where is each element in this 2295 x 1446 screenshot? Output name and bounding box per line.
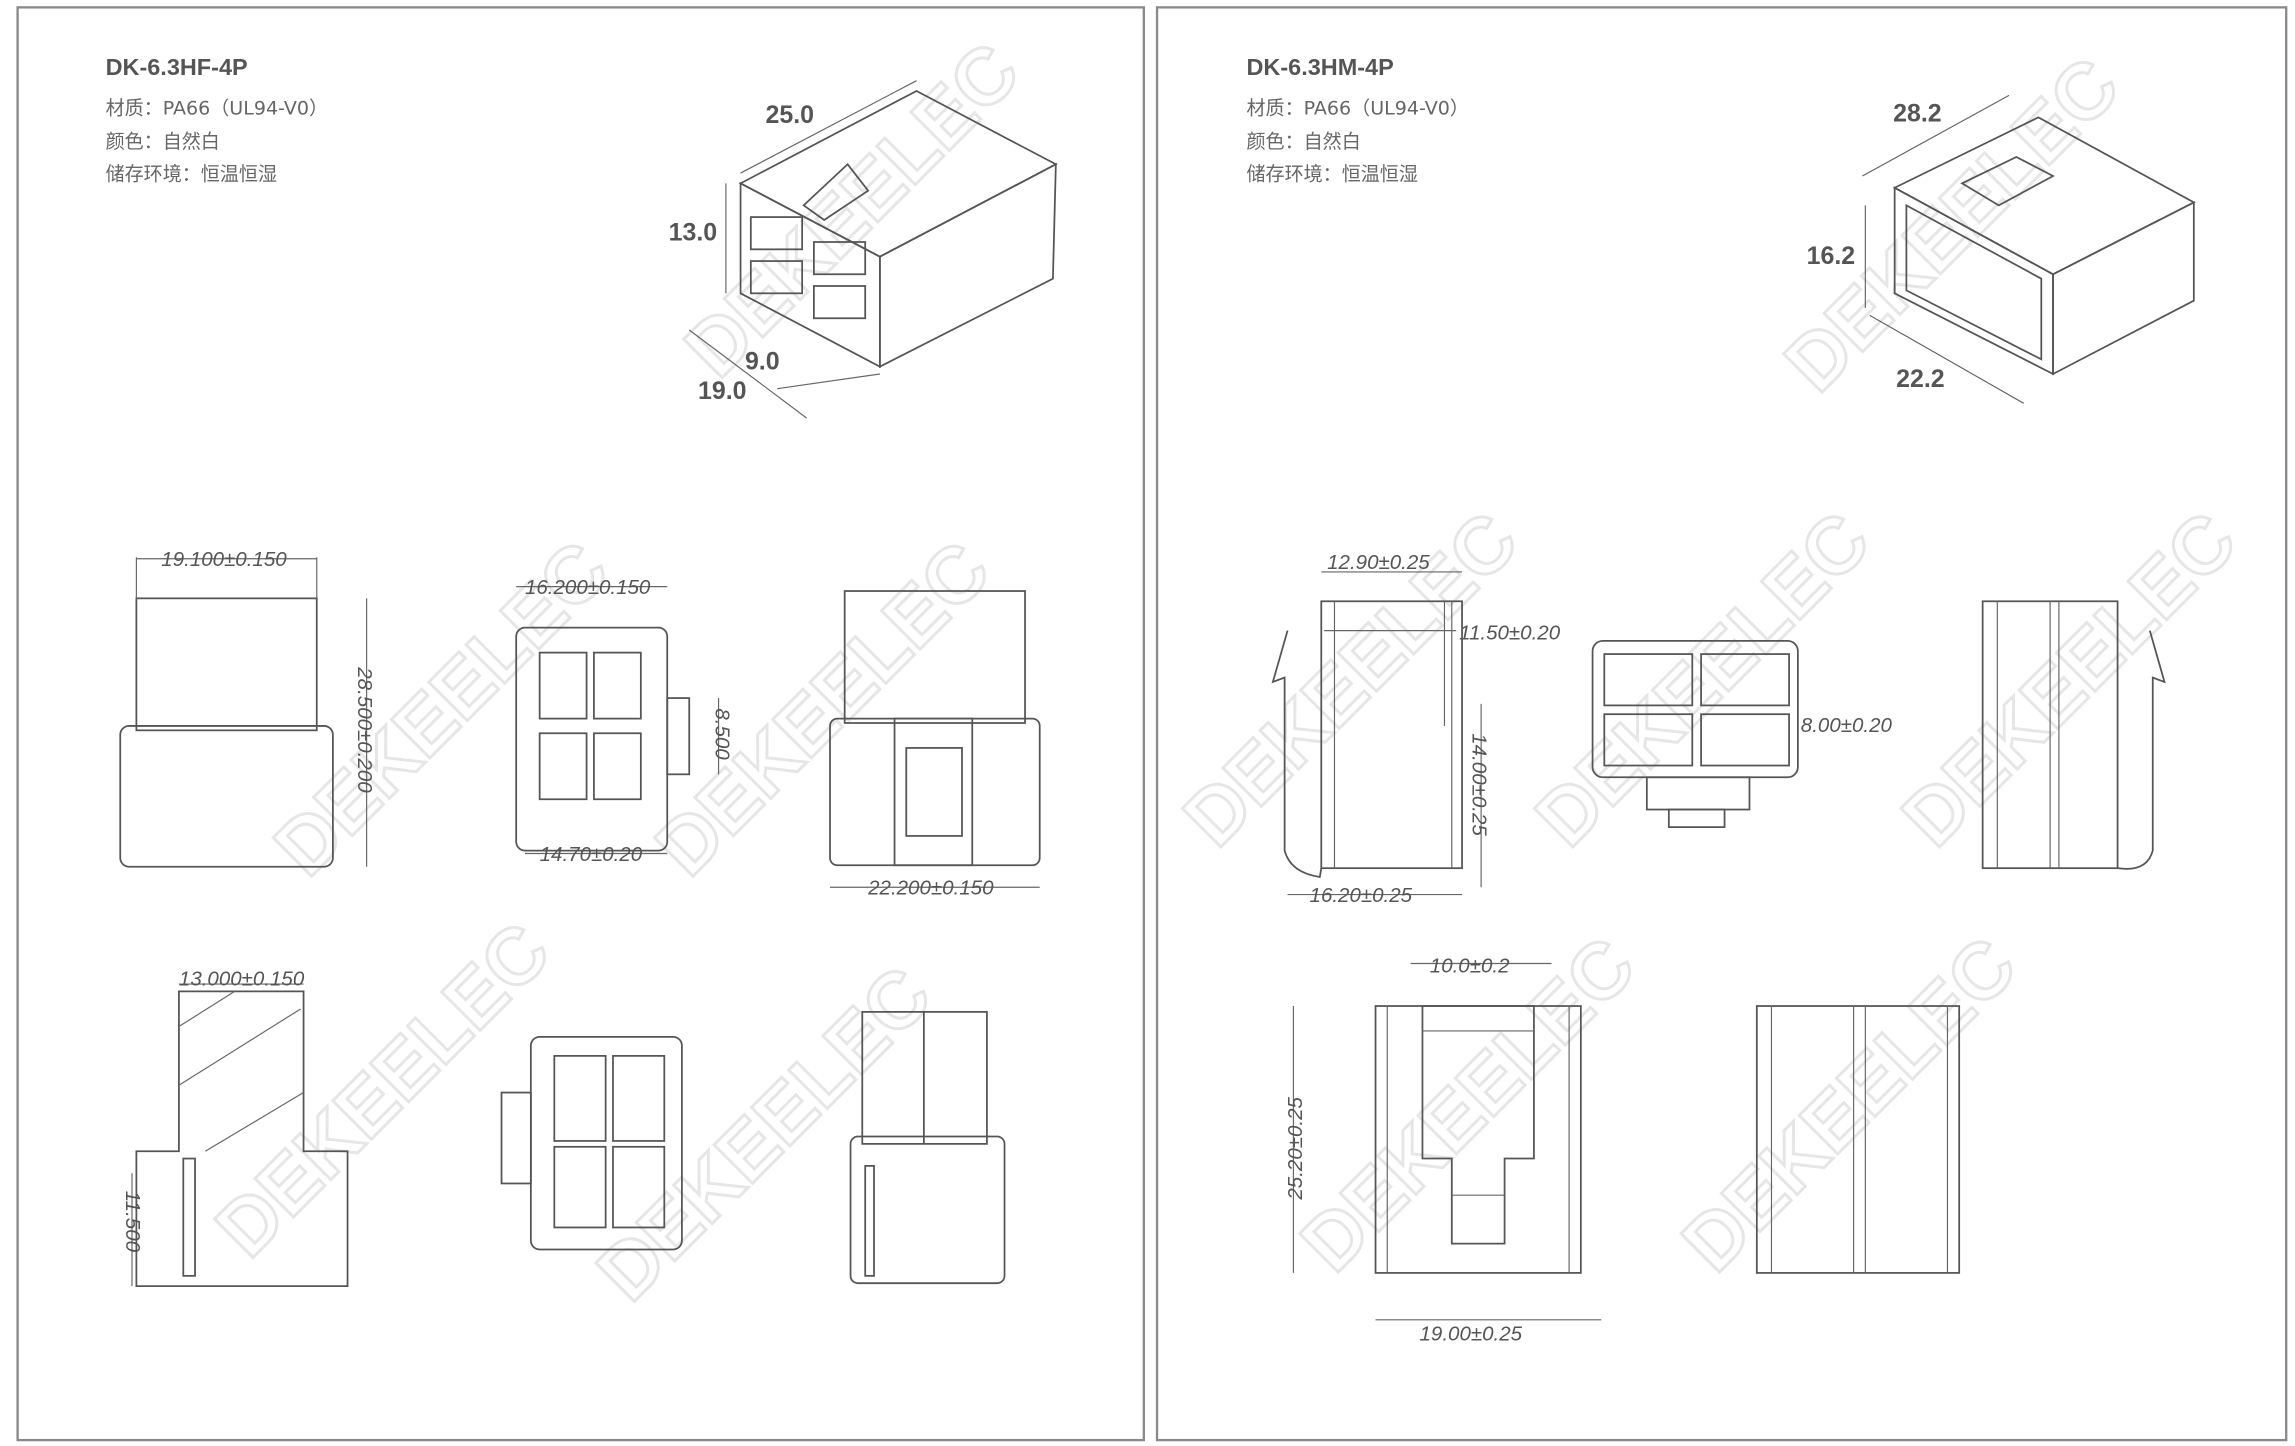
right-face-view [1591, 639, 1799, 828]
right-back-view [1755, 1005, 1961, 1274]
left-color: 颜色：自然白 [106, 131, 220, 153]
left-material: 材质：PA66（UL94-V0） [106, 97, 328, 119]
right-iso-height: 16.2 [1807, 242, 1855, 270]
right-iso-view [1862, 94, 2196, 404]
right-iso-width: 22.2 [1896, 365, 1944, 393]
left-dim-top-width: 19.100±0.150 [161, 548, 287, 571]
left-dim-height: 28.500±0.200 [353, 666, 376, 793]
left-dim-side-width: 22.200±0.150 [867, 877, 994, 900]
right-dim-cavity: 8.00±0.20 [1801, 714, 1893, 737]
left-storage: 储存环境：恒温恒湿 [106, 163, 277, 185]
left-bottom-view [500, 1035, 683, 1251]
right-model-title: DK-6.3HM-4P [1246, 54, 1393, 80]
right-iso-length: 28.2 [1893, 100, 1941, 128]
left-dim-face-inner: 14.70±0.20 [540, 843, 643, 866]
left-iso-pitch: 9.0 [745, 348, 780, 376]
left-iso-width: 19.0 [698, 377, 746, 405]
right-dim-height: 14.00±0.25 [1467, 733, 1490, 836]
right-front-view [1292, 962, 1602, 1321]
left-side-view [829, 590, 1041, 888]
right-panel-frame [1155, 6, 2288, 1442]
left-section-view [131, 983, 349, 1287]
right-dim-inner: 11.50±0.20 [1459, 621, 1561, 644]
right-dim-top-width: 12.90±0.25 [1327, 551, 1430, 574]
right-dim-body-width: 19.00±0.25 [1420, 1322, 1523, 1345]
left-front-view [119, 557, 368, 868]
left-iso-height: 13.0 [669, 219, 717, 247]
left-dim-face-width: 16.200±0.150 [525, 576, 651, 599]
right-dim-slot: 10.0±0.2 [1430, 954, 1510, 977]
left-dim-latch: 8.500 [711, 708, 734, 760]
right-back-side-view [1981, 600, 2166, 870]
left-model-title: DK-6.3HF-4P [106, 54, 248, 80]
right-dim-bottom-width: 16.20±0.25 [1310, 884, 1413, 907]
right-storage: 储存环境：恒温恒湿 [1246, 163, 1417, 185]
left-dim-section-width: 13.000±0.150 [179, 967, 305, 990]
right-dim-body-height: 25.20±0.25 [1284, 1096, 1307, 1200]
right-material: 材质：PA66（UL94-V0） [1246, 97, 1468, 119]
left-dim-section-height: 11.500 [121, 1191, 144, 1253]
left-face-view [515, 586, 720, 855]
left-iso-length: 25.0 [765, 101, 813, 129]
right-side-view [1271, 571, 1482, 896]
left-iso-view [688, 80, 1058, 419]
left-back-view [849, 1011, 1006, 1285]
right-color: 颜色：自然白 [1246, 131, 1360, 153]
